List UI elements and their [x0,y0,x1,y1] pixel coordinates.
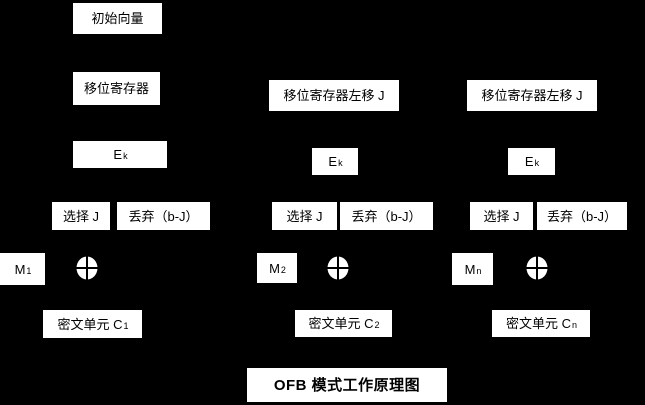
encrypt-subscript: k [123,151,128,161]
message-subscript: n [476,265,482,276]
discard-box-1: 丢弃（b-J） [117,202,210,230]
ciphertext-label: 密文单元 C [505,316,571,331]
message-subscript: 1 [26,265,32,276]
initial-vector-box: 初始向量 [73,3,162,34]
shift-register-box-3: 移位寄存器左移 J [467,80,597,111]
encrypt-label: E [113,147,123,162]
diagram-title: OFB 模式工作原理图 [247,368,447,402]
select-j-box-2: 选择 J [272,202,337,230]
encrypt-label: E [524,154,534,169]
shift-register-box-2: 移位寄存器左移 J [269,80,399,111]
ciphertext-subscript: 2 [374,320,380,330]
shift-register-box-1: 移位寄存器 [73,72,160,105]
ciphertext-label: 密文单元 C [308,316,374,331]
message-label: M [269,260,280,276]
discard-box-2: 丢弃（b-J） [340,202,433,230]
ciphertext-label: 密文单元 C [57,316,123,332]
message-subscript: 2 [280,264,286,275]
ciphertext-subscript: 1 [123,320,129,331]
ciphertext-subscript: n [572,320,578,330]
encrypt-label: E [328,154,338,169]
message-label: M [14,261,26,277]
xor-icon [526,256,548,280]
discard-box-3: 丢弃（b-J） [537,202,627,230]
select-j-box-3: 选择 J [470,202,533,230]
select-j-box-1: 选择 J [52,202,110,230]
message-label: M [464,261,476,277]
xor-icon [76,256,98,280]
xor-icon [327,256,349,280]
encrypt-subscript: k [338,158,343,168]
encrypt-subscript: k [534,158,540,168]
